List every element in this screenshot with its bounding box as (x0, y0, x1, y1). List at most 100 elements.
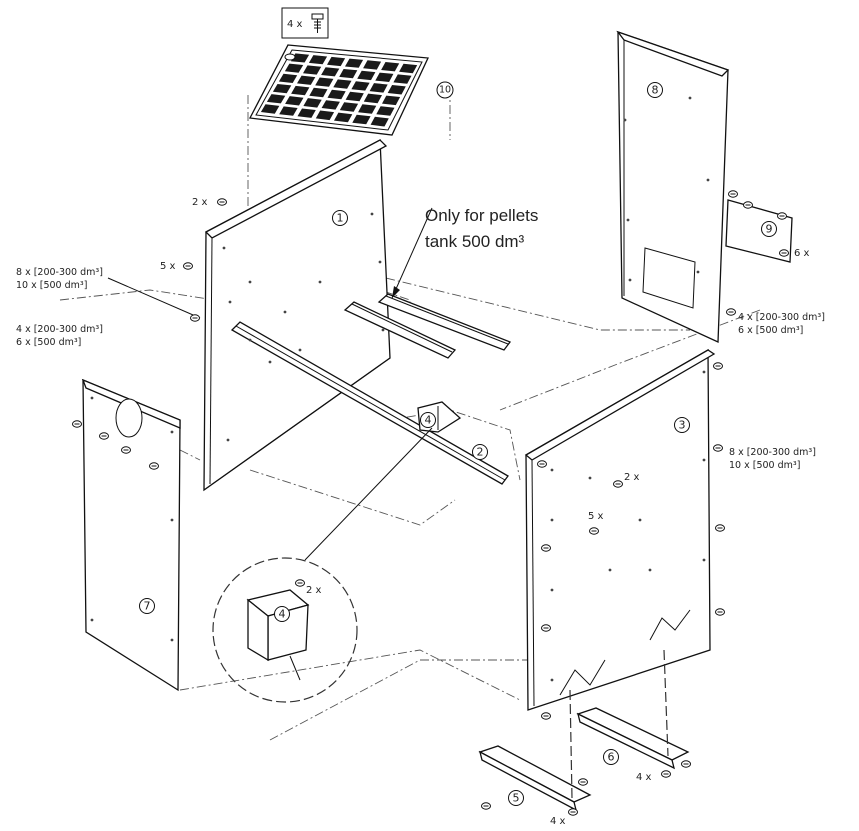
grid-cell (308, 55, 328, 65)
grid-cell (315, 110, 335, 121)
part-3-front-panel (524, 348, 716, 711)
grid-cell (363, 93, 382, 104)
mounting-hole (550, 588, 554, 592)
part-5-foot (478, 745, 592, 812)
grid-cell (334, 112, 353, 123)
mounting-hole (381, 328, 385, 332)
part-4-detail-number: 4 (279, 608, 286, 621)
mounting-hole (318, 280, 322, 284)
mounting-hole (628, 278, 632, 282)
qty-foot5: 4 x (550, 816, 566, 827)
part-number-labels: 1 2 3 4 4 5 6 7 8 9 10 (139, 81, 777, 806)
screw-icon (728, 190, 738, 198)
part-1-number: 1 (337, 212, 344, 225)
part-8-side-panel (616, 30, 730, 343)
screw-icon (568, 808, 578, 816)
mounting-hole (298, 348, 302, 352)
grid-cell (352, 114, 371, 125)
mounting-hole (248, 338, 252, 342)
pellet-note-line2: tank 500 dm³ (425, 232, 525, 251)
qty-panel3-b: 5 x (588, 511, 604, 522)
part-10-top-grid (248, 44, 429, 136)
top-screw-qty: 4 x (287, 19, 303, 30)
mounting-hole (588, 476, 592, 480)
part-6-foot (576, 707, 690, 770)
mounting-hole (550, 468, 554, 472)
grid-cell (260, 104, 280, 114)
grid-cell (272, 84, 292, 94)
screw-icon (715, 608, 725, 616)
screw-icon (661, 770, 671, 778)
panel-holes (90, 96, 710, 682)
mounting-hole (626, 218, 630, 222)
grid-cell (370, 116, 389, 127)
qty-panel1-top: 2 x (192, 197, 208, 208)
mounting-hole (268, 360, 272, 364)
mounting-hole (638, 518, 642, 522)
grid-cell (321, 100, 340, 110)
qty-left-mid-b: 10 x [500 dm³] (16, 280, 87, 291)
mounting-hole (623, 118, 627, 122)
grid-cell (339, 69, 358, 79)
grid-cell (303, 65, 322, 75)
grid-cell (284, 63, 304, 73)
mounting-hole (170, 518, 174, 522)
screw-icon (541, 544, 551, 552)
detail-view-bracket (212, 557, 358, 703)
qty-left-mid-a: 8 x [200-300 dm³] (16, 267, 103, 278)
grid-cell (278, 73, 298, 83)
screw-icon (713, 362, 723, 370)
part-5-number: 5 (513, 792, 520, 805)
mounting-hole (550, 678, 554, 682)
qty-panel1-side: 5 x (160, 261, 176, 272)
pellet-note-line1: Only for pellets (425, 206, 538, 225)
screw-icon (284, 53, 296, 61)
assembly-guide-lines (59, 88, 761, 741)
qty-left-low-a: 4 x [200-300 dm³] (16, 324, 103, 335)
grid-cell (333, 79, 352, 89)
part-10-number: 10 (439, 85, 451, 96)
grid-cell (279, 106, 298, 116)
grid-cell (375, 72, 394, 82)
screw-icon (777, 212, 787, 220)
screw-icon (715, 524, 725, 532)
part-9-number: 9 (766, 223, 773, 236)
part-2-number: 2 (477, 446, 484, 459)
part-8-number: 8 (652, 84, 659, 97)
opening-hole-icon (115, 398, 143, 438)
screw-icon (149, 462, 159, 470)
qty-right-upper-a: 4 x [200-300 dm³] (738, 312, 825, 323)
part-6-number: 6 (608, 751, 615, 764)
screw-icon (99, 432, 109, 440)
qty-right-mid-b: 10 x [500 dm³] (729, 460, 800, 471)
qty-right-mid-a: 8 x [200-300 dm³] (729, 447, 816, 458)
grid-cell (357, 70, 376, 81)
qty-right-upper-b: 6 x [500 dm³] (738, 325, 803, 336)
screw-icon (743, 201, 753, 209)
grid-cell (303, 98, 322, 108)
part-7-number: 7 (144, 600, 151, 613)
mounting-hole (702, 458, 706, 462)
cross-rail (230, 321, 509, 485)
mounting-hole (648, 568, 652, 572)
qty-detail: 2 x (306, 585, 322, 596)
part-1-back-panel (203, 138, 391, 492)
mounting-hole (550, 518, 554, 522)
mounting-hole (226, 438, 230, 442)
mounting-hole (702, 558, 706, 562)
mounting-hole (222, 246, 226, 250)
grid-cell (327, 89, 346, 100)
mounting-hole (283, 310, 287, 314)
fastener-screws (72, 190, 789, 816)
mounting-hole (696, 270, 700, 274)
qty-plate9: 6 x (794, 248, 810, 259)
grid-cell (327, 56, 346, 67)
grid-cell (297, 108, 316, 118)
grid-cell (382, 95, 401, 106)
annotations: Only for pellets tank 500 dm³ 2 x 5 x 8 … (16, 197, 825, 827)
grid-cell (297, 75, 316, 85)
mounting-hole (228, 300, 232, 304)
top-screw-callout: 4 x (281, 7, 329, 61)
mounting-hole (90, 618, 94, 622)
